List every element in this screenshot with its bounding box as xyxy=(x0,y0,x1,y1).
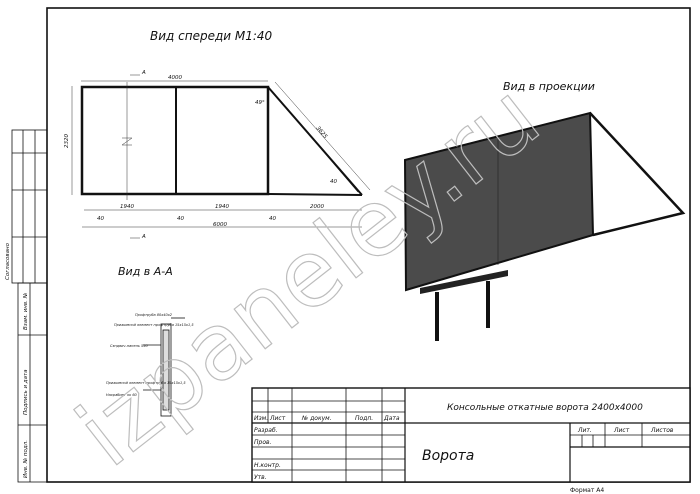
dim-profile-1: 40 xyxy=(97,216,104,222)
document-title: Консольные откатные ворота 2400х4000 xyxy=(447,403,643,413)
front-view-title: Вид спереди М1:40 xyxy=(150,29,273,43)
projection-gate xyxy=(403,111,686,341)
dim-profile-4: 40 xyxy=(330,179,337,185)
front-view-gate xyxy=(80,85,363,196)
header-date: Дата xyxy=(383,415,400,422)
dim-total: 6000 xyxy=(213,222,227,228)
section-label-clamp-bottom: Прижимной элемент профтруба 15х15х1,5 xyxy=(106,381,186,385)
title-block xyxy=(251,387,691,483)
dim-diagonal: 3625 xyxy=(314,125,328,140)
section-drawing xyxy=(143,317,185,417)
format-label: Формат А4 xyxy=(570,487,604,494)
dim-profile-2: 40 xyxy=(177,216,184,222)
dim-top-width: 4000 xyxy=(168,75,182,81)
signature-date-label: Подпись и дата xyxy=(23,369,29,415)
dim-panel-left: 1940 xyxy=(120,204,134,210)
item-name: Ворота xyxy=(422,448,474,464)
section-mark-bottom: А xyxy=(141,234,146,240)
dim-height: 2320 xyxy=(64,134,70,148)
header-signature: Подп. xyxy=(355,415,373,422)
role-checker: Пров. xyxy=(254,439,272,446)
replacement-inv-label: Взам. инв. № xyxy=(23,292,29,330)
section-view-title: Вид в А-А xyxy=(118,265,173,278)
header-sheet: Лист xyxy=(269,415,286,422)
projection-view-title: Вид в проекции xyxy=(503,80,595,93)
dim-panel-right: 1940 xyxy=(215,204,229,210)
role-developer: Разраб. xyxy=(254,427,278,434)
section-mark-top: А xyxy=(141,70,146,76)
section-label-bottom: Нахрабиет ок 60 xyxy=(106,393,138,397)
agreed-label: Согласовано xyxy=(5,242,11,280)
inv-original-label: Инв. № подл. xyxy=(23,440,29,478)
dim-angle: 49° xyxy=(255,100,265,106)
lit-label: Лит. xyxy=(577,427,592,434)
dim-tail: 2000 xyxy=(310,204,324,210)
dimension-lines xyxy=(71,74,371,239)
header-doc-no: № докум. xyxy=(301,415,332,422)
role-norm-control: Н.контр. xyxy=(254,462,281,469)
section-label-panel: Сэндвич-панель 550 xyxy=(110,344,148,348)
section-label-profile: Профтруба 80х40х2 xyxy=(135,313,173,317)
side-stamp xyxy=(11,129,48,483)
header-change: Изм. xyxy=(254,415,268,422)
role-approved: Утв. xyxy=(254,474,267,481)
sheets-label: Листов xyxy=(650,427,674,434)
sheet-label: Лист xyxy=(613,427,630,434)
section-label-clamp-top: Прижимной элемент профтруба 15х15х1,5 xyxy=(114,323,194,327)
dim-profile-3: 40 xyxy=(269,216,276,222)
